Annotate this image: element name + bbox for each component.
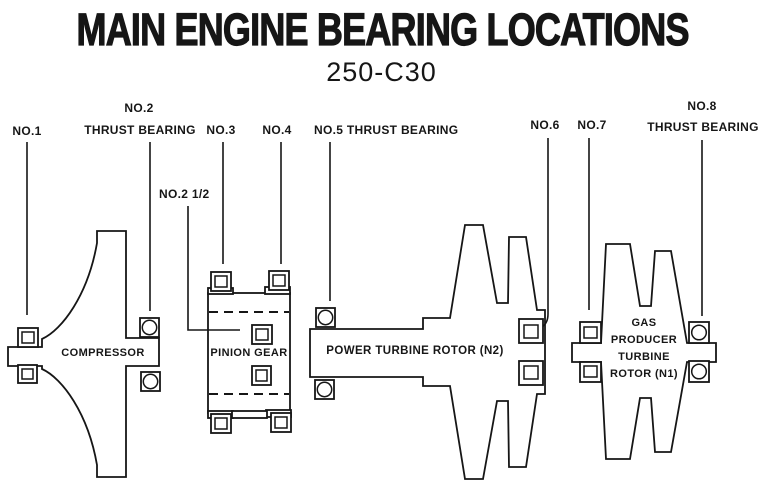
pinion-bottom-boss <box>231 410 268 419</box>
label-gas-producer-line1: GAS <box>631 317 657 329</box>
page-title: MAIN ENGINE BEARING LOCATIONS <box>76 3 690 55</box>
label-gas-producer-line3: TURBINE <box>618 351 670 363</box>
label-compressor: COMPRESSOR <box>61 347 145 359</box>
bearing-no4-top-right <box>268 270 290 291</box>
bearing-no5-upper <box>315 307 336 328</box>
bearing-no6-lower <box>518 360 544 386</box>
bearing-no6-upper <box>518 318 544 344</box>
compressor-outline <box>7 230 160 478</box>
bearing-no3-top-left <box>210 271 232 292</box>
label-no2half: NO.2 1/2 <box>159 187 210 201</box>
bearing-pinion-bottom-right <box>270 412 292 433</box>
no6-leader-line <box>541 138 549 328</box>
label-no8-thrust: THRUST BEARING <box>647 120 759 134</box>
label-gas-producer-line4: ROTOR (N1) <box>610 368 678 380</box>
bearing-no8-lower <box>688 360 710 383</box>
bearing-no8-upper <box>688 321 710 344</box>
label-no6: NO.6 <box>530 118 560 132</box>
label-pinion-gear: PINION GEAR <box>210 347 288 359</box>
header: MAIN ENGINE BEARING LOCATIONS <box>0 3 763 56</box>
no2half-leader-line <box>187 206 240 331</box>
label-power-turbine: POWER TURBINE ROTOR (N2) <box>326 345 504 357</box>
gas-producer-outline <box>571 243 717 460</box>
bearing-no1-lower <box>17 364 38 384</box>
label-no3: NO.3 <box>206 123 236 137</box>
label-no7: NO.7 <box>577 118 607 132</box>
model-subtitle: 250-C30 <box>326 57 437 87</box>
label-no8: NO.8 <box>687 99 717 113</box>
bearing-pinion-bottom-left <box>210 413 232 434</box>
label-no4: NO.4 <box>262 123 292 137</box>
bearing-no2half-lower <box>251 365 272 386</box>
label-no2-thrust: THRUST BEARING <box>84 123 196 137</box>
bearing-no5-lower <box>314 379 335 400</box>
bearing-no1-upper <box>17 327 39 348</box>
label-gas-producer: GAS PRODUCER TURBINE ROTOR (N1) <box>610 315 678 383</box>
label-no5-thrust: NO.5 THRUST BEARING <box>314 123 459 137</box>
bearing-no2-upper <box>139 317 160 338</box>
label-no2: NO.2 <box>124 101 154 115</box>
bearing-no7-lower <box>579 361 602 383</box>
label-gas-producer-line2: PRODUCER <box>610 334 678 346</box>
power-turbine-outline <box>309 224 546 480</box>
bearing-no7-upper <box>579 321 602 344</box>
bearing-no2half-upper <box>251 324 273 345</box>
label-no1: NO.1 <box>12 124 42 138</box>
bearing-no2-lower <box>140 371 161 392</box>
